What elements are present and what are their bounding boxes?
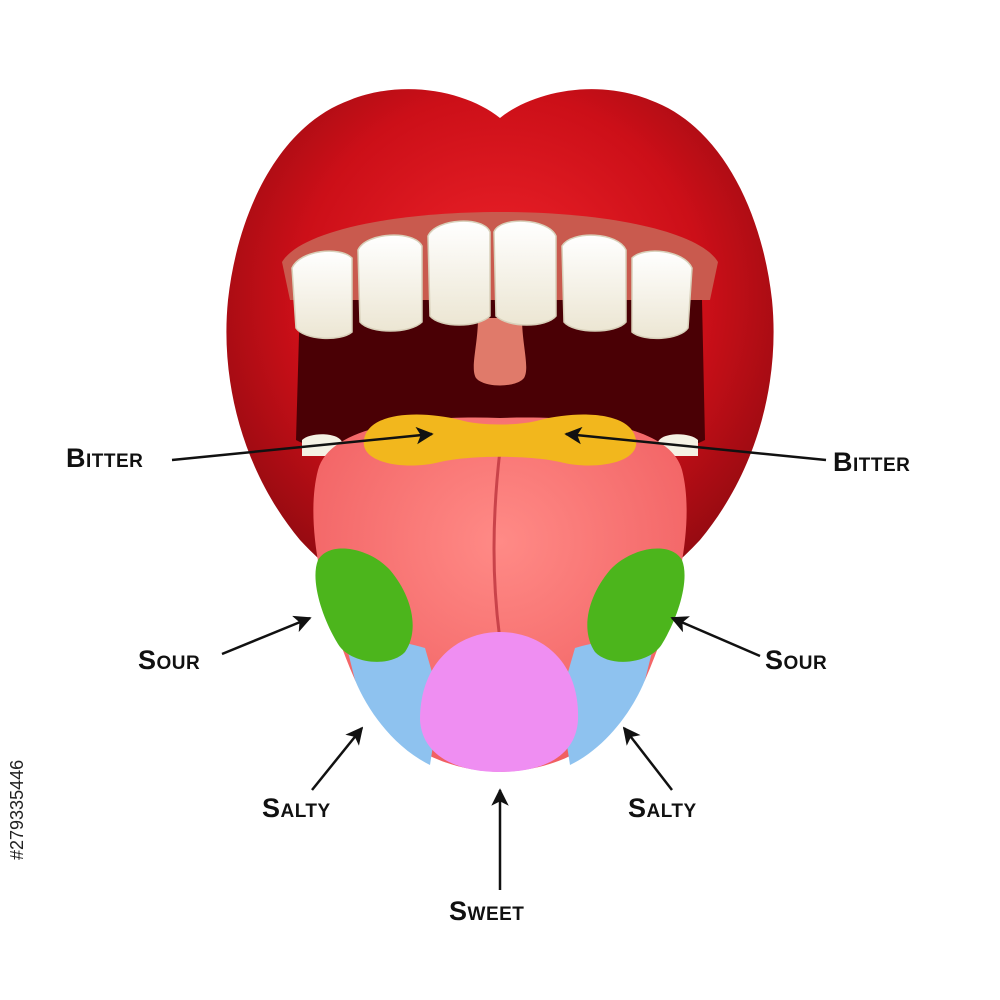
uvula (473, 318, 527, 386)
arrow-bitter-left (171, 426, 434, 462)
arrow-bitter-right (564, 426, 827, 462)
tooth (631, 250, 693, 340)
tooth (493, 220, 557, 326)
sweet-zone (420, 632, 579, 772)
sour-zone-right (587, 548, 685, 662)
label-salty-right: Salty (628, 793, 697, 823)
tooth (357, 234, 423, 332)
sour-zone-left (315, 548, 413, 662)
salty-zone-right (560, 638, 655, 765)
salty-zone-left (345, 638, 440, 765)
arrow-sour-left (221, 615, 312, 656)
arrow-salty-left (311, 726, 364, 791)
tooth (427, 220, 491, 326)
tongue-groove (492, 448, 502, 642)
arrow-salty-right (622, 726, 673, 791)
stock-id: #279335446 (7, 759, 27, 860)
label-bitter-right: Bitter (833, 447, 911, 477)
tooth (561, 234, 627, 332)
arrows (171, 426, 827, 890)
arrow-sour-right (670, 616, 761, 658)
label-bitter-left: Bitter (66, 443, 144, 473)
tooth (291, 250, 353, 340)
label-sour-right: Sour (765, 645, 828, 675)
upper-teeth (291, 220, 693, 340)
label-sour-left: Sour (138, 645, 201, 675)
label-sweet: Sweet (449, 896, 525, 926)
label-salty-left: Salty (262, 793, 331, 823)
